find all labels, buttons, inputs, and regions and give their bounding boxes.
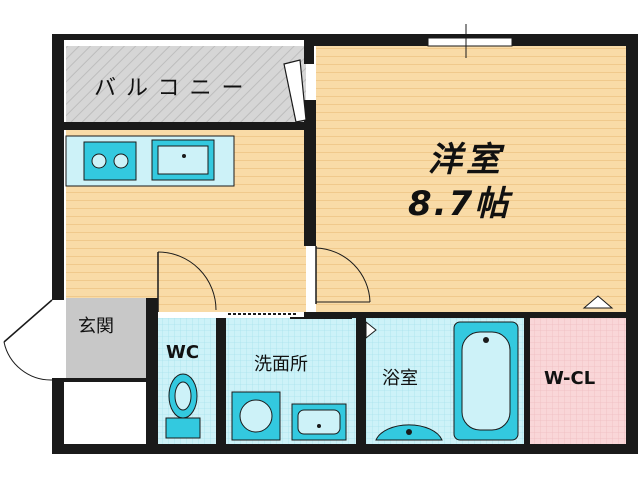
wc-label: WC	[166, 342, 200, 363]
bathroom-door	[365, 320, 377, 340]
wc-door	[157, 251, 217, 312]
vanity-sink-icon	[291, 403, 347, 441]
western-room-floor	[316, 46, 626, 312]
balcony-label: バルコニー	[94, 76, 254, 101]
western-room-label: 洋室	[428, 140, 504, 180]
room-door	[315, 246, 371, 304]
bathroom-label: 浴室	[382, 368, 418, 389]
washroom-label: 洗面所	[254, 354, 308, 375]
entrance-door	[3, 299, 53, 381]
entrance-floor	[66, 298, 146, 378]
balcony-door	[283, 59, 307, 123]
bath-basin-icon	[375, 424, 443, 441]
kitchen-sink-icon	[151, 139, 215, 181]
stove-icon	[83, 141, 137, 181]
balcony-floor	[66, 46, 306, 122]
washing-machine-icon	[231, 391, 281, 441]
bathtub-icon	[453, 321, 519, 441]
entrance-label: 玄関	[78, 316, 114, 337]
western-room-size: 8.7帖	[408, 184, 511, 224]
walls	[52, 34, 638, 454]
window	[427, 37, 513, 47]
closet-door	[582, 295, 614, 309]
closet-floor	[530, 318, 626, 444]
toilet-icon	[165, 373, 201, 439]
closet-label: W-CL	[544, 368, 596, 389]
washroom-door	[228, 313, 352, 319]
